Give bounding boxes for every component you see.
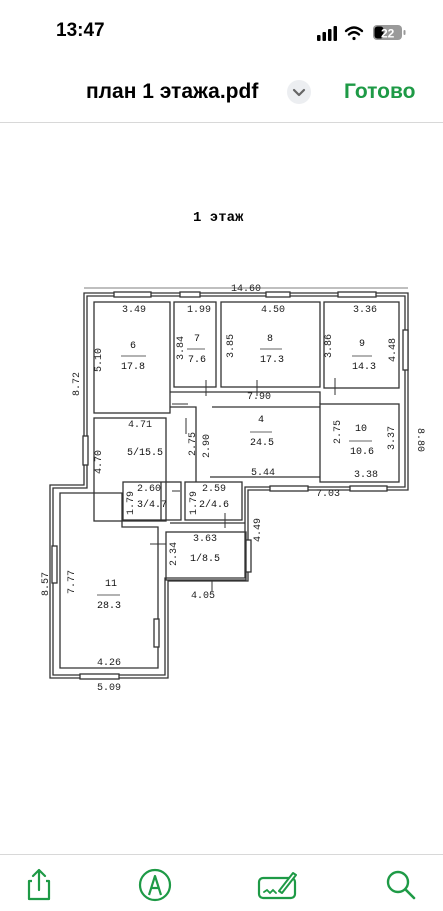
dim-r11-w: 4.26 (97, 658, 121, 669)
room-8: 8 17.3 (260, 334, 284, 366)
dim-r1-h2: 4.49 (253, 518, 264, 542)
dim-r10-h2: 3.37 (387, 426, 398, 450)
bottom-toolbar (0, 854, 443, 911)
pdf-page[interactable]: 1 этаж 14.60 8.72 8.80 8.57 5.09 3.49 5.… (0, 123, 443, 853)
dim-r3-h: 1.79 (126, 491, 137, 515)
dim-r10-w: 3.38 (354, 470, 378, 481)
svg-text:9: 9 (359, 339, 365, 350)
dim-r10-h: 2.75 (333, 420, 344, 444)
svg-text:24.5: 24.5 (250, 438, 274, 449)
dim-r5-h: 4.70 (94, 450, 105, 474)
svg-text:17.3: 17.3 (260, 355, 284, 366)
dim-r11-h: 7.77 (67, 570, 78, 594)
svg-text:6: 6 (130, 341, 136, 352)
dim-r7-w: 1.99 (187, 305, 211, 316)
plan-title: 1 этаж (193, 210, 244, 226)
dim-r1-bw: 4.05 (191, 591, 215, 602)
nav-bar: план 1 этажа.pdf Готово (0, 64, 443, 123)
dim-top-total: 14.60 (231, 284, 261, 295)
dim-r9-w: 3.36 (353, 305, 377, 316)
room-9: 9 14.3 (352, 339, 376, 373)
room-7: 7 7.6 (187, 334, 206, 366)
dim-r8-h: 3.85 (226, 334, 237, 358)
done-button[interactable]: Готово (344, 80, 416, 103)
cellular-signal-icon (317, 26, 337, 41)
dim-r1-h: 2.34 (169, 542, 180, 566)
dim-r1-w: 3.63 (193, 534, 217, 545)
dim-r5-w: 4.71 (128, 420, 152, 431)
share-icon[interactable] (19, 865, 59, 905)
dim-r9-h2: 4.48 (388, 338, 399, 362)
battery-icon: 22 (373, 25, 406, 41)
dim-r5-h2: 2.75 (188, 432, 199, 456)
status-icons: 22 (317, 25, 406, 41)
battery-level: 22 (381, 27, 395, 41)
room-10: 10 10.6 (349, 424, 374, 458)
dim-right-total: 8.80 (414, 428, 425, 452)
room-6: 6 17.8 (121, 341, 146, 373)
dim-bottom-lower: 5.09 (97, 683, 121, 694)
svg-text:7.6: 7.6 (188, 355, 206, 366)
dim-left-total: 8.72 (72, 372, 83, 396)
title-menu-button[interactable] (287, 80, 311, 104)
room-11: 11 28.3 (97, 579, 121, 612)
search-icon[interactable] (381, 865, 421, 905)
svg-text:28.3: 28.3 (97, 601, 121, 612)
room-5: 5/15.5 (127, 447, 163, 459)
dim-corridor-w: 7.90 (247, 392, 271, 403)
room-1: 1/8.5 (190, 553, 220, 565)
dim-r4-w: 5.44 (251, 468, 275, 479)
svg-text:10.6: 10.6 (350, 447, 374, 458)
dim-r9-h1: 3.86 (324, 334, 335, 358)
dim-r8-w: 4.50 (261, 305, 285, 316)
svg-text:8: 8 (267, 334, 273, 345)
status-bar: 13:47 22 (0, 0, 443, 64)
room-4: 4 24.5 (250, 415, 274, 449)
dim-r6-w: 3.49 (122, 305, 146, 316)
signature-icon[interactable] (257, 865, 297, 905)
svg-text:4: 4 (258, 415, 264, 426)
dim-r7-h: 3.84 (176, 336, 187, 360)
dim-left-lower: 8.57 (41, 572, 52, 596)
dim-r6-h: 5.10 (94, 348, 105, 372)
dim-r3-w: 2.60 (137, 484, 161, 495)
svg-text:10: 10 (355, 424, 367, 435)
svg-text:11: 11 (105, 579, 117, 590)
document-title[interactable]: план 1 этажа.pdf (86, 80, 259, 103)
room-3: 3/4.7 (137, 499, 167, 511)
dim-right-w: 7.03 (316, 489, 340, 500)
dim-r2-h: 1.79 (189, 491, 200, 515)
svg-text:17.8: 17.8 (121, 362, 145, 373)
dim-r4-h: 2.90 (202, 434, 213, 458)
dim-r2-w: 2.59 (202, 484, 226, 495)
room-2: 2/4.6 (199, 499, 229, 511)
svg-text:7: 7 (194, 334, 200, 345)
wifi-icon (344, 26, 364, 41)
markup-icon[interactable] (135, 865, 175, 905)
chevron-down-icon (292, 88, 306, 97)
svg-text:14.3: 14.3 (352, 362, 376, 373)
status-time: 13:47 (56, 20, 105, 41)
floor-plan: 1 этаж 14.60 8.72 8.80 8.57 5.09 3.49 5.… (41, 210, 425, 694)
